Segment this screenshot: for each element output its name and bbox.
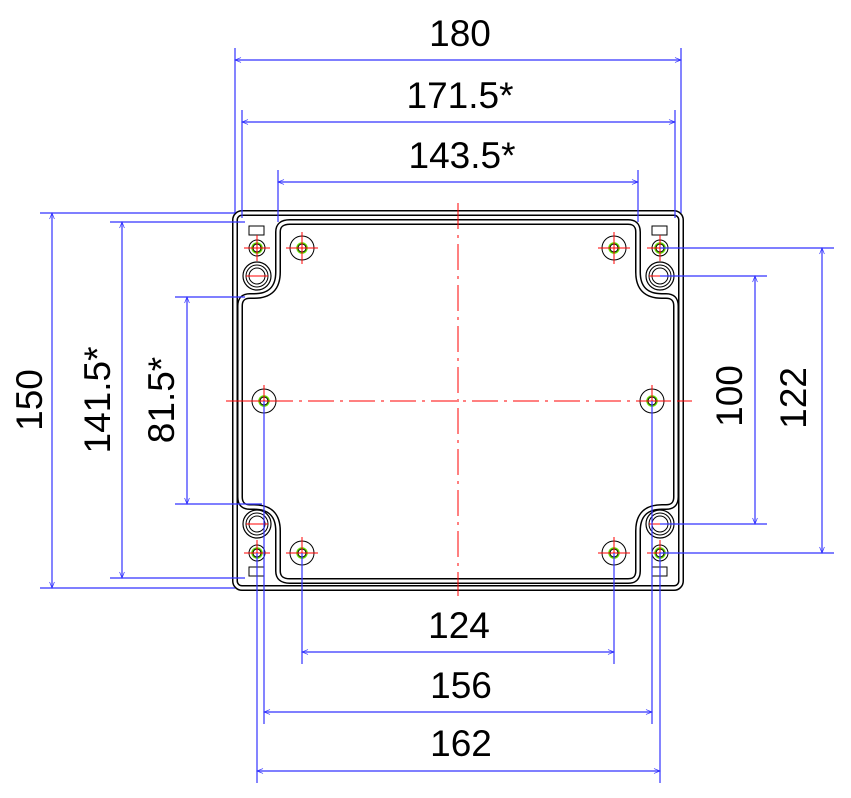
dimension-lines: [49, 57, 825, 774]
slot-marker: [651, 225, 668, 236]
dim-mount-pitch-horizontal: 124: [428, 605, 490, 646]
dim-rim-height: 141.5*: [77, 347, 118, 454]
dim-inner-width: 143.5*: [409, 135, 516, 176]
dim-hole-pitch-horizontal: 162: [430, 723, 492, 764]
slot-marker: [248, 225, 265, 236]
dim-rim-width: 171.5*: [407, 75, 514, 116]
dim-mid-hole-pitch: 156: [430, 665, 492, 706]
dim-boss-pitch-vertical: 100: [709, 365, 750, 427]
screw-boss: [242, 509, 272, 539]
extension-lines: [40, 48, 834, 783]
dim-inner-height: 81.5*: [141, 357, 182, 443]
dim-overall-width: 180: [429, 13, 491, 54]
dim-hole-pitch-vertical: 122: [773, 367, 814, 429]
dim-overall-height: 150: [9, 369, 50, 431]
screw-boss: [242, 261, 272, 291]
